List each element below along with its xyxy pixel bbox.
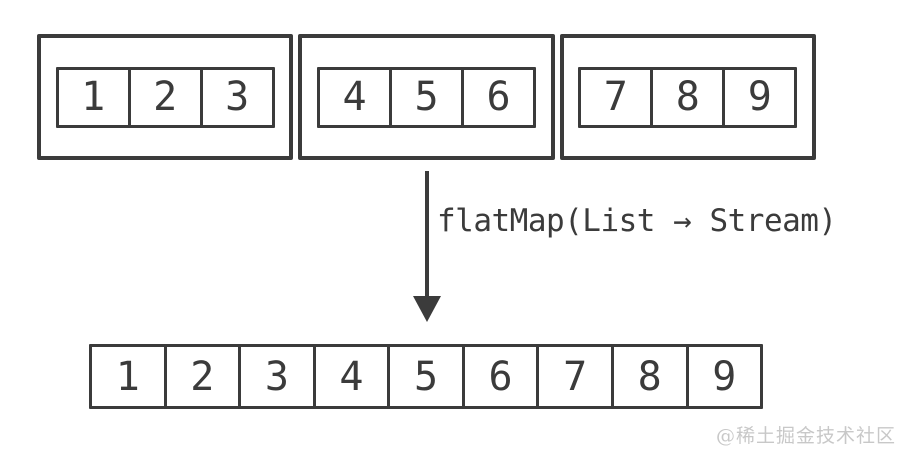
watermark-text: @稀土掘金技术社区 [715,425,896,447]
flatmap-operation-label: flatMap(List → Stream) [437,203,837,239]
list-3-cells: 7 8 9 [578,66,798,128]
list-box-1: 1 2 3 [37,34,294,160]
list-cell: 5 [388,66,464,128]
list-cell: 4 [316,66,392,128]
list-cell: 3 [199,66,275,128]
source-lists-row: 1 2 3 4 5 6 7 8 9 [37,34,816,160]
stream-cell: 7 [536,344,614,409]
stream-cell: 8 [610,344,689,409]
list-cell: 1 [55,66,131,128]
list-cell: 7 [578,66,654,128]
stream-cell: 9 [685,344,764,409]
down-arrow-head-icon [413,296,441,322]
stream-cell: 3 [238,344,316,409]
down-arrow-line [425,171,429,298]
flattened-stream-row: 1 2 3 4 5 6 7 8 9 [89,344,764,409]
stream-cell: 5 [387,344,465,409]
list-box-2: 4 5 6 [298,34,555,160]
list-cell: 9 [722,66,798,128]
list-cell: 2 [127,66,203,128]
stream-cell: 2 [163,344,242,409]
list-cell: 6 [460,66,536,128]
stream-cell: 1 [89,344,167,409]
stream-cell: 6 [461,344,540,409]
list-cell: 8 [650,66,726,128]
list-2-cells: 4 5 6 [316,66,536,128]
list-box-3: 7 8 9 [559,34,816,160]
list-1-cells: 1 2 3 [55,66,275,128]
stream-cell: 4 [312,344,391,409]
